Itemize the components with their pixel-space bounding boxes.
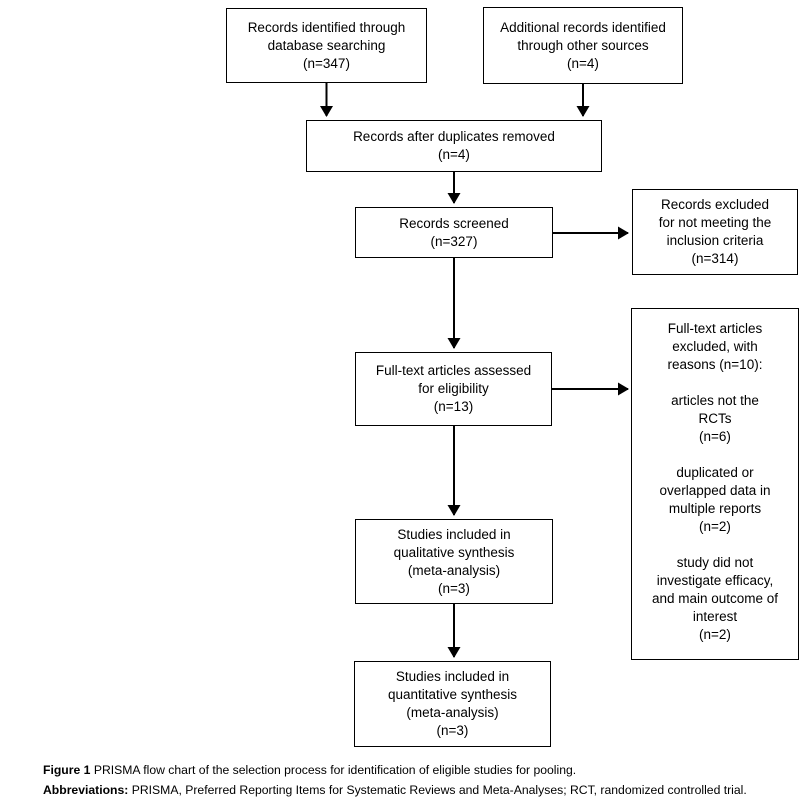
box-quantitative-synthesis: Studies included in quantitative synthes… bbox=[354, 661, 551, 747]
box-fulltext-assessed: Full-text articles assessed for eligibil… bbox=[355, 352, 552, 426]
box-records-screened: Records screened (n=327) bbox=[355, 207, 553, 258]
box-qualitative-synthesis-text: Studies included in qualitative synthesi… bbox=[393, 526, 515, 596]
figure-label: Figure 1 bbox=[43, 763, 91, 777]
box-fulltext-excluded-text: Full-text articles excluded, with reason… bbox=[651, 321, 779, 642]
box-additional-records: Additional records identified through ot… bbox=[483, 7, 683, 84]
box-records-identified-text: Records identified through database sear… bbox=[247, 19, 406, 71]
box-quantitative-synthesis-text: Studies included in quantitative synthes… bbox=[387, 669, 518, 738]
box-qualitative-synthesis: Studies included in qualitative synthesi… bbox=[355, 519, 553, 604]
abbreviations-text: PRISMA, Preferred Reporting Items for Sy… bbox=[131, 782, 747, 797]
box-records-excluded-text: Records excluded for not meeting the inc… bbox=[658, 197, 772, 266]
box-duplicates-removed: Records after duplicates removed (n=4) bbox=[306, 120, 602, 172]
abbreviations-label: Abbreviations: bbox=[43, 782, 129, 797]
box-records-screened-text: Records screened (n=327) bbox=[399, 215, 509, 249]
box-duplicates-removed-text: Records after duplicates removed (n=4) bbox=[353, 129, 555, 162]
box-records-identified: Records identified through database sear… bbox=[226, 8, 427, 83]
box-records-excluded: Records excluded for not meeting the inc… bbox=[632, 189, 798, 275]
box-additional-records-text: Additional records identified through ot… bbox=[500, 19, 666, 71]
abbreviations-line: Abbreviations:PRISMA, Preferred Reportin… bbox=[43, 781, 793, 801]
figure-caption-text: PRISMA flow chart of the selection proce… bbox=[93, 763, 577, 777]
box-fulltext-assessed-text: Full-text articles assessed for eligibil… bbox=[375, 363, 532, 414]
box-fulltext-excluded: Full-text articles excluded, with reason… bbox=[631, 308, 799, 660]
